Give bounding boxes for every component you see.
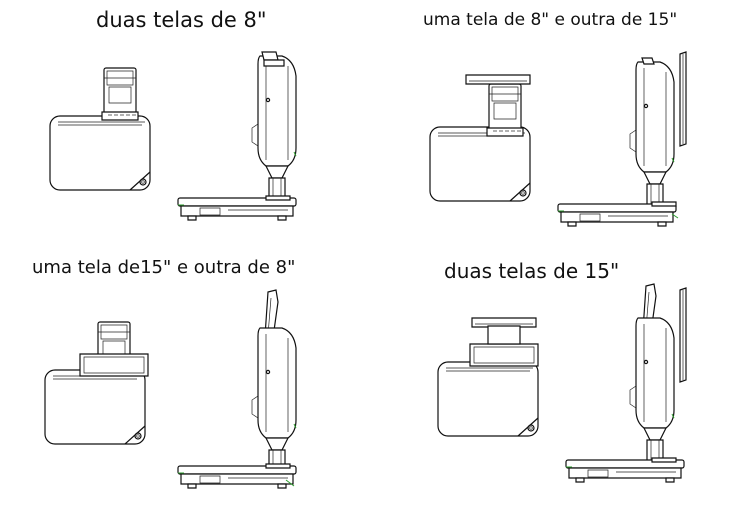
- caption-two-8-inch-screens: duas telas de 8": [96, 8, 267, 32]
- side-view-15-and-8-inch: [177, 290, 297, 489]
- caption-15-and-8-inch-screens: uma tela de15" e outra de 8": [32, 257, 296, 278]
- front-view-two-15-inch: [437, 317, 539, 437]
- front-view-15-and-8-inch: [44, 321, 149, 445]
- front-view-8-and-15-inch: [429, 74, 531, 202]
- side-view-two-15-inch: [565, 284, 687, 483]
- caption-8-and-15-inch-screens: uma tela de 8" e outra de 15": [423, 10, 678, 30]
- side-view-8-and-15-inch: [557, 51, 687, 227]
- side-view-two-8-inch: [177, 52, 297, 221]
- caption-two-15-inch-screens: duas telas de 15": [444, 259, 620, 283]
- front-view-two-8-inch: [49, 67, 151, 191]
